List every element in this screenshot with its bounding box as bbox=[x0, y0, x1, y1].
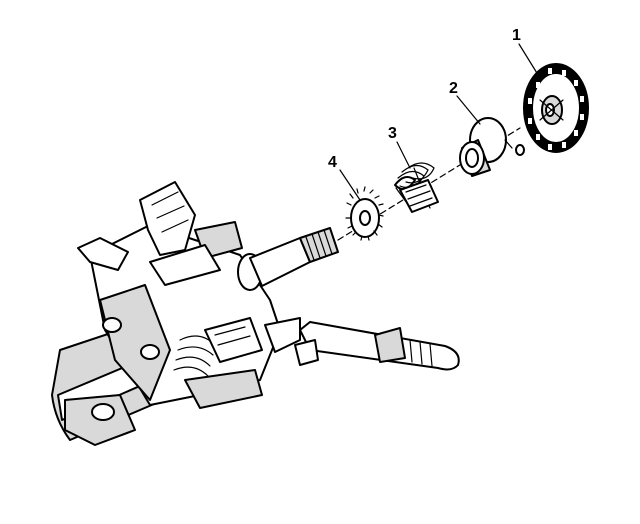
part-4-gear bbox=[345, 186, 384, 241]
callout-4: 4 bbox=[328, 154, 337, 171]
callout-1: 1 bbox=[512, 27, 521, 44]
callout-2: 2 bbox=[449, 80, 458, 97]
callout-3: 3 bbox=[388, 125, 397, 142]
part-3-spring bbox=[394, 162, 439, 213]
part-2-bushing bbox=[459, 117, 525, 177]
multifunction-lever bbox=[264, 317, 460, 371]
column-housing bbox=[51, 181, 281, 446]
callout-leaders bbox=[339, 43, 541, 201]
part-1-toothed-plate bbox=[523, 63, 589, 153]
